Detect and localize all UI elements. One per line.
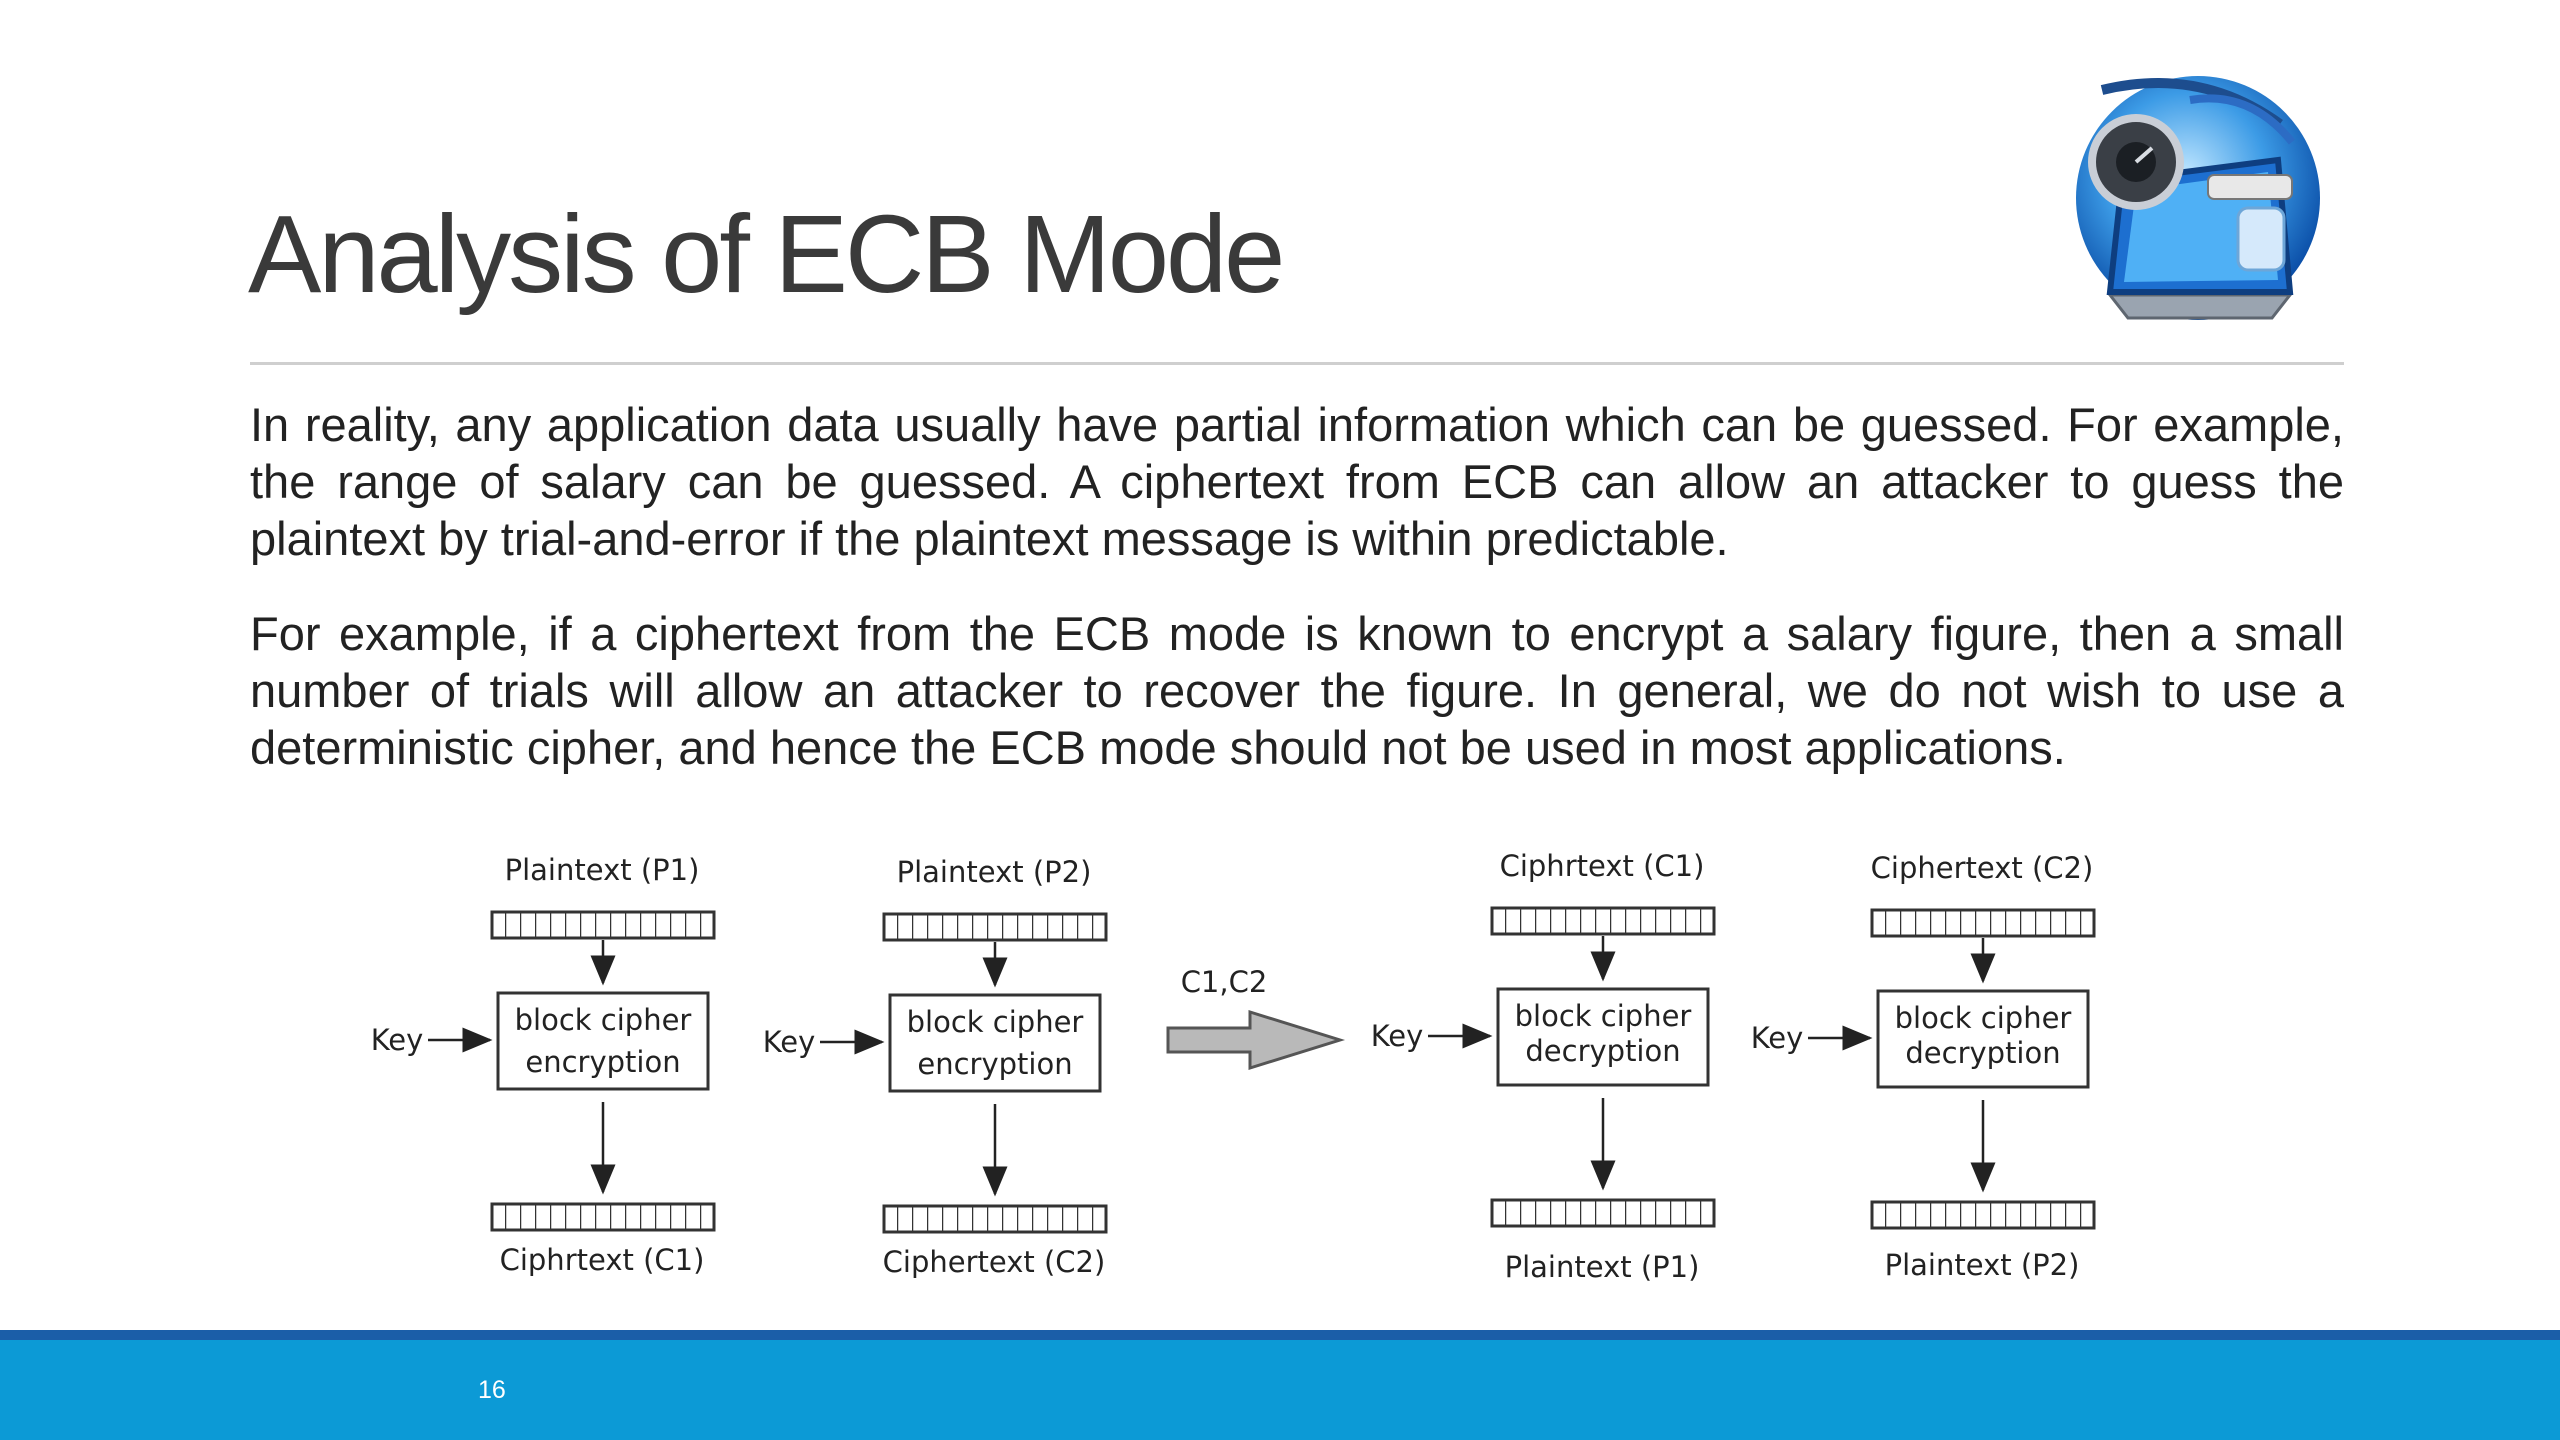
unit-input-label: Plaintext (P2)	[897, 855, 1092, 889]
data-block-strip	[490, 1202, 716, 1232]
block-cipher-box	[496, 991, 710, 1091]
data-block-strip	[1870, 908, 2096, 938]
transfer-arrow: C1,C2	[1166, 965, 1346, 1071]
box-label-line2: encryption	[917, 1047, 1072, 1081]
paragraph-predictable-plaintext: In reality, any application data usually…	[250, 398, 2344, 565]
page-number: 16	[478, 1376, 506, 1404]
box-label-line1: block cipher	[1515, 999, 1692, 1033]
box-label-line1: block cipher	[907, 1005, 1084, 1039]
page-title: Analysis of ECB Mode	[248, 193, 1285, 316]
key-label: Key	[1751, 1021, 1804, 1055]
key-label: Key	[371, 1023, 424, 1057]
footer-bar	[0, 1340, 2560, 1440]
box-label-line1: block cipher	[1895, 1001, 2072, 1035]
unit-encrypt-2: Plaintext (P2) block cipher encryption K…	[763, 855, 1108, 1279]
unit-decrypt-1: Ciphrtext (C1) block cipher decryption K…	[1371, 849, 1716, 1284]
footer-accent-line	[0, 1330, 2560, 1340]
unit-input-label: Ciphrtext (C1)	[1500, 849, 1705, 883]
transfer-label: C1,C2	[1181, 965, 1268, 999]
block-cipher-box	[1496, 987, 1710, 1087]
security-laptop-icon	[2040, 60, 2340, 330]
unit-output-label: Plaintext (P1)	[1505, 1250, 1700, 1284]
data-block-strip	[1490, 1198, 1716, 1228]
unit-input-label: Plaintext (P1)	[505, 853, 700, 887]
data-block-strip	[882, 912, 1108, 942]
unit-decrypt-2: Ciphertext (C2) block cipher decryption …	[1751, 851, 2096, 1282]
box-label-line2: decryption	[1905, 1036, 2060, 1070]
title-divider	[250, 362, 2344, 365]
unit-output-label: Ciphrtext (C1)	[500, 1243, 705, 1277]
paragraph-deterministic-cipher: For example, if a ciphertext from the EC…	[250, 607, 2344, 774]
data-block-strip	[490, 910, 716, 940]
data-block-strip	[882, 1204, 1108, 1234]
unit-input-label: Ciphertext (C2)	[1871, 851, 2094, 885]
box-label-line1: block cipher	[515, 1003, 692, 1037]
key-label: Key	[763, 1025, 816, 1059]
box-label-line2: encryption	[525, 1045, 680, 1079]
big-right-arrow	[1166, 1009, 1346, 1071]
key-label: Key	[1371, 1019, 1424, 1053]
unit-encrypt-1: Plaintext (P1) block cipher encryption K…	[371, 853, 716, 1277]
unit-output-label: Ciphertext (C2)	[883, 1245, 1106, 1279]
box-label-line2: decryption	[1525, 1034, 1680, 1068]
block-cipher-box	[888, 993, 1102, 1093]
block-cipher-box	[1876, 989, 2090, 1089]
ecb-diagram: Plaintext (P1) block cipher encryption K…	[340, 840, 2140, 1310]
data-block-strip	[1490, 906, 1716, 936]
ecb-diagram-svg: Plaintext (P1) block cipher encryption K…	[371, 849, 2096, 1284]
unit-output-label: Plaintext (P2)	[1885, 1248, 2080, 1282]
data-block-strip	[1870, 1200, 2096, 1230]
